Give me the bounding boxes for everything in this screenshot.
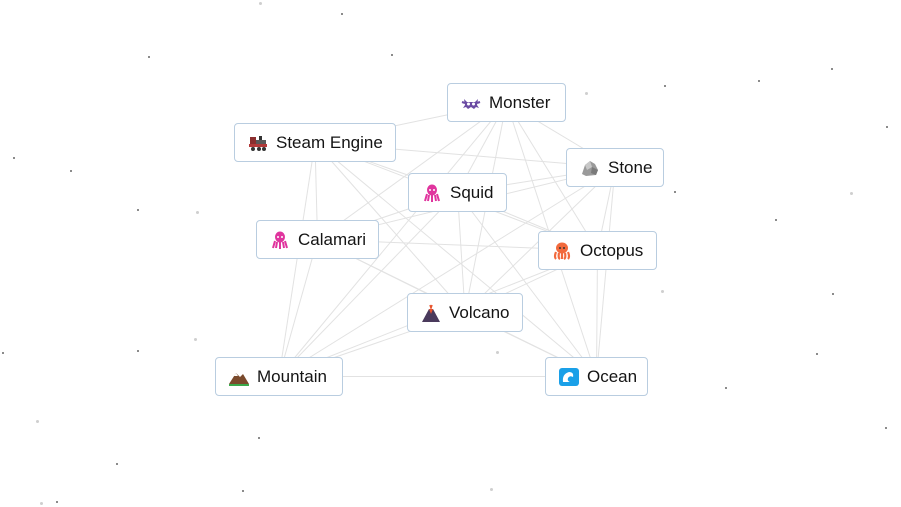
- locomotive-icon: [247, 133, 269, 153]
- speck: [194, 338, 197, 341]
- squid-icon: [421, 183, 443, 203]
- speck: [886, 126, 888, 128]
- speck: [70, 170, 72, 172]
- squid-icon: [269, 230, 291, 250]
- connection-line: [278, 192, 458, 377]
- element-label: Octopus: [580, 240, 644, 260]
- rock-icon: [579, 158, 601, 178]
- element-label: Volcano: [449, 302, 510, 322]
- element-tile-octopus[interactable]: Octopus: [538, 231, 657, 270]
- speck: [831, 68, 833, 70]
- speck: [40, 502, 43, 505]
- element-label: Mountain: [257, 366, 327, 386]
- element-tile-ocean[interactable]: Ocean: [545, 357, 648, 396]
- connection-line: [457, 192, 597, 377]
- speck: [816, 353, 818, 355]
- element-label: Ocean: [587, 366, 638, 386]
- speck: [341, 13, 343, 15]
- speck: [725, 387, 727, 389]
- connection-line: [506, 102, 598, 251]
- octopus-icon: [551, 241, 573, 261]
- speck: [148, 56, 150, 58]
- connection-line: [278, 142, 316, 377]
- speck: [137, 350, 139, 352]
- speck: [850, 192, 853, 195]
- connection-line: [457, 192, 466, 313]
- element-tile-calamari[interactable]: Calamari: [256, 220, 379, 259]
- element-label: Squid: [450, 182, 494, 202]
- speck: [661, 290, 664, 293]
- speck: [775, 219, 777, 221]
- speck: [2, 352, 4, 354]
- element-label: Stone: [608, 157, 653, 177]
- volcano-icon: [420, 303, 442, 323]
- speck: [885, 427, 887, 429]
- speck: [56, 501, 58, 503]
- speck: [664, 85, 666, 87]
- element-tile-volcano[interactable]: Volcano: [407, 293, 523, 332]
- speck: [585, 92, 588, 95]
- speck: [258, 437, 260, 439]
- speck: [832, 293, 834, 295]
- element-tile-squid[interactable]: Squid: [408, 173, 507, 212]
- connection-line: [278, 102, 507, 377]
- speck: [496, 351, 499, 354]
- speck: [36, 420, 39, 423]
- wave-icon: [558, 367, 580, 387]
- speck: [391, 54, 393, 56]
- connection-line: [314, 142, 466, 313]
- monster-icon: [460, 93, 482, 113]
- speck: [490, 488, 493, 491]
- element-tile-stone[interactable]: Stone: [566, 148, 664, 187]
- element-tile-monster[interactable]: Monster: [447, 83, 566, 122]
- speck: [196, 211, 199, 214]
- connection-line: [278, 239, 318, 377]
- speck: [259, 2, 262, 5]
- mountain-icon: [228, 367, 250, 387]
- element-tile-steam-engine[interactable]: Steam Engine: [234, 123, 396, 162]
- connection-line: [596, 167, 616, 377]
- speck: [242, 490, 244, 492]
- connection-line: [317, 102, 507, 240]
- element-label: Calamari: [298, 229, 367, 249]
- element-label: Monster: [489, 92, 551, 112]
- element-tile-mountain[interactable]: Mountain: [215, 357, 343, 396]
- speck: [13, 157, 15, 159]
- element-label: Steam Engine: [276, 132, 383, 152]
- speck: [116, 463, 118, 465]
- connection-line: [314, 142, 597, 377]
- connection-line: [596, 250, 598, 377]
- speck: [137, 209, 139, 211]
- speck: [758, 80, 760, 82]
- speck: [674, 191, 676, 193]
- connection-line: [278, 167, 616, 377]
